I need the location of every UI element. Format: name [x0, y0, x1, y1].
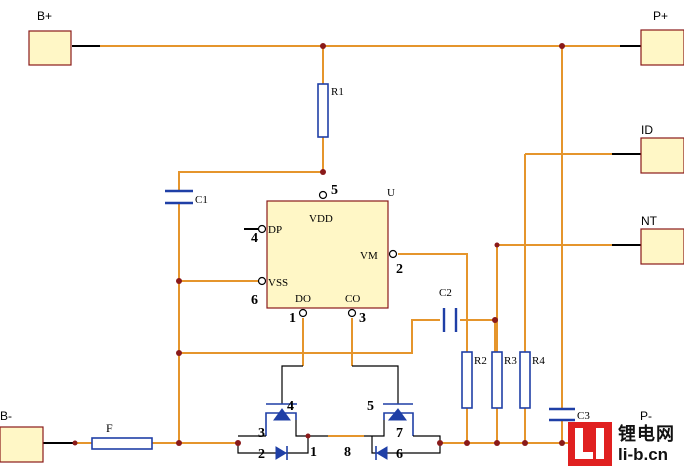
wire-vm [398, 253, 468, 352]
resistors: R1 R2 R3 R4 F [91, 83, 545, 450]
label-c1: C1 [195, 194, 208, 206]
label-nt: NT [641, 214, 658, 228]
watermark-logo: 锂电网 li-b.cn [566, 420, 684, 470]
resistor-r2 [461, 351, 473, 409]
ic-pin-co [347, 308, 357, 318]
q2-diode-loop [371, 436, 441, 454]
ic-pin-vm [388, 249, 398, 259]
junction-q1-left [235, 440, 241, 446]
ic-pin-do [298, 308, 308, 318]
q1-arrow [273, 408, 291, 421]
label-fuse: F [106, 421, 113, 435]
junction-top-right [559, 43, 565, 49]
capacitors: C1 C2 C3 [165, 189, 590, 422]
label-b-plus: B+ [37, 9, 52, 23]
pin-num-co: 3 [359, 311, 366, 326]
pin-num-vm: 2 [396, 262, 403, 277]
pad-id [640, 137, 684, 174]
label-c3: C3 [577, 410, 590, 422]
junction-r4-bottom [522, 440, 528, 446]
junction-c3-bottom [559, 440, 565, 446]
wires [75, 45, 640, 444]
ic-label-vdd: VDD [309, 213, 333, 225]
pin-num-q1-source: 3 [258, 426, 265, 441]
ic-label-do: DO [295, 293, 311, 305]
watermark-cn-text: 锂电网 [618, 424, 675, 445]
pin-num-do: 1 [289, 311, 296, 326]
connectors: B+ P+ ID NT B- P- [0, 9, 684, 463]
mosfet-q2: 5 8 7 6 [344, 365, 441, 462]
ic-label-dp: DP [268, 224, 282, 236]
pin-num-dp: 4 [251, 231, 258, 246]
resistor-r3 [491, 351, 503, 409]
pin-num-q2-diode: 6 [396, 447, 403, 462]
pad-b-plus [28, 30, 72, 66]
watermark-en-text: li-b.cn [618, 445, 669, 464]
ic-pin-vdd [318, 190, 328, 200]
ic-pin-dp [257, 224, 267, 234]
ic-body [266, 200, 389, 309]
label-r4: R4 [532, 355, 545, 367]
q1-diode-loop [237, 436, 309, 454]
pin-num-vdd: 5 [331, 183, 338, 198]
q2-arrow [387, 408, 407, 421]
label-r2: R2 [474, 355, 487, 367]
ic-label-vm: VM [360, 250, 378, 262]
pad-p-plus [640, 29, 684, 66]
q1-source-lead [238, 420, 328, 437]
resistor-r4 [519, 351, 531, 409]
junction-nt [494, 242, 500, 248]
mosfet-q1: 4 3 2 1 [237, 365, 328, 462]
junction-q2-right [437, 440, 443, 446]
fuse-f [91, 437, 153, 450]
label-b-minus: B- [0, 409, 12, 423]
q2-gate-lead [352, 365, 399, 404]
label-r3: R3 [504, 355, 517, 367]
junction-bottom-left [176, 440, 182, 446]
pin-num-q2-gate: 5 [367, 399, 374, 414]
label-r1: R1 [331, 86, 344, 98]
label-c2: C2 [439, 287, 452, 299]
wire-mid-c2 [179, 319, 440, 354]
pin-num-q1-gate: 4 [287, 399, 294, 414]
ic-pin-vss [257, 276, 267, 286]
ic-label-co: CO [345, 293, 360, 305]
junction-q1-right [305, 433, 311, 439]
pin-num-q2-source: 7 [396, 426, 403, 441]
label-p-plus: P+ [653, 9, 668, 23]
junctions [72, 43, 565, 446]
junction-mid [176, 350, 182, 356]
junction-c2 [492, 317, 498, 323]
q1-diode-icon [275, 446, 287, 460]
junction-r1-c1 [320, 169, 326, 175]
pin-num-q1-diode: 2 [258, 447, 265, 462]
junction-r3-bottom [494, 440, 500, 446]
wire-c1-feed [178, 171, 323, 190]
pad-nt [640, 228, 684, 265]
resistor-r1 [317, 83, 329, 138]
leads [43, 45, 641, 444]
ic-u: U VDD DP VM VSS DO CO 5 4 2 6 1 3 [251, 183, 403, 326]
q2-diode-icon [376, 446, 388, 460]
label-ic-ref: U [387, 187, 395, 199]
junction-r2-bottom [464, 440, 470, 446]
junction-vss [176, 278, 182, 284]
pin-num-q1-drain: 1 [310, 445, 317, 460]
label-id: ID [641, 123, 653, 137]
ic-label-vss: VSS [268, 277, 288, 289]
pad-b-minus [0, 426, 44, 463]
label-p-minus: P- [640, 409, 652, 423]
q1-gate-lead [281, 365, 303, 404]
pin-num-q2-drain: 8 [344, 445, 351, 460]
pin-num-vss: 6 [251, 293, 258, 308]
junction-b-minus [72, 440, 78, 446]
watermark-li-icon [568, 422, 612, 466]
wire-r2-feed [467, 319, 496, 352]
junction-top-r1 [320, 43, 326, 49]
